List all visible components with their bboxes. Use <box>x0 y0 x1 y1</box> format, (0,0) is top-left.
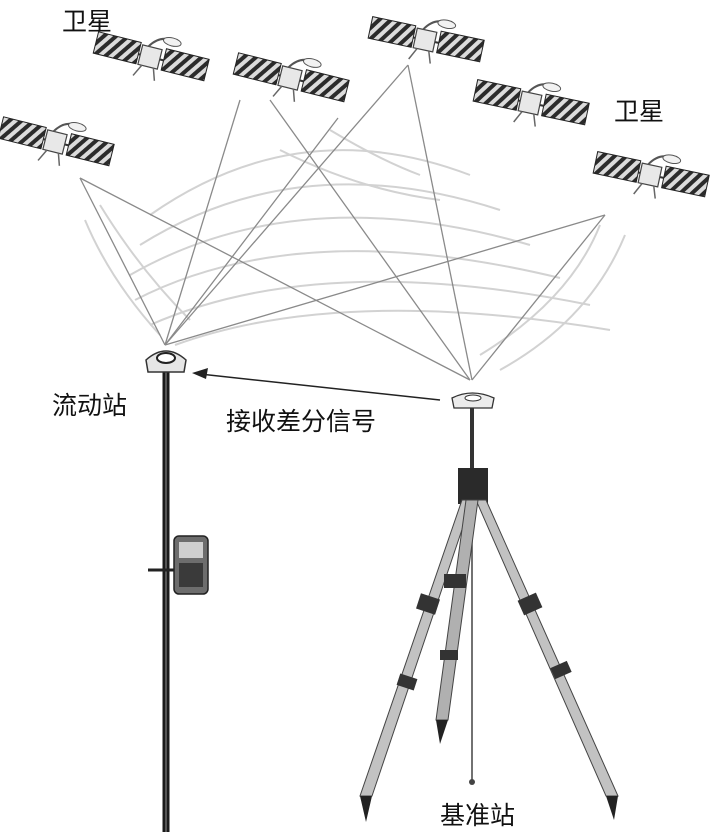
satellite-icon <box>469 66 593 138</box>
gnss-receiver-icon <box>451 392 495 409</box>
satellite-icon <box>229 40 354 115</box>
satellite-icon <box>589 138 710 210</box>
controller-icon <box>173 535 209 595</box>
label-satellite-left: 卫星 <box>62 7 113 36</box>
satellite-icon <box>0 104 119 179</box>
signal-waves <box>84 129 626 371</box>
signal-lines <box>79 64 606 381</box>
tripod-icon <box>359 468 619 822</box>
label-satellite-right: 卫星 <box>614 97 665 126</box>
rover-station <box>145 350 209 832</box>
gnss-receiver-icon <box>145 350 187 373</box>
label-base-station: 基准站 <box>440 801 516 830</box>
label-rover-station: 流动站 <box>52 391 128 420</box>
satellite-icon <box>364 3 488 75</box>
label-differential-signal: 接收差分信号 <box>226 407 377 436</box>
differential-signal-arrow <box>192 368 441 401</box>
base-station <box>359 392 619 822</box>
